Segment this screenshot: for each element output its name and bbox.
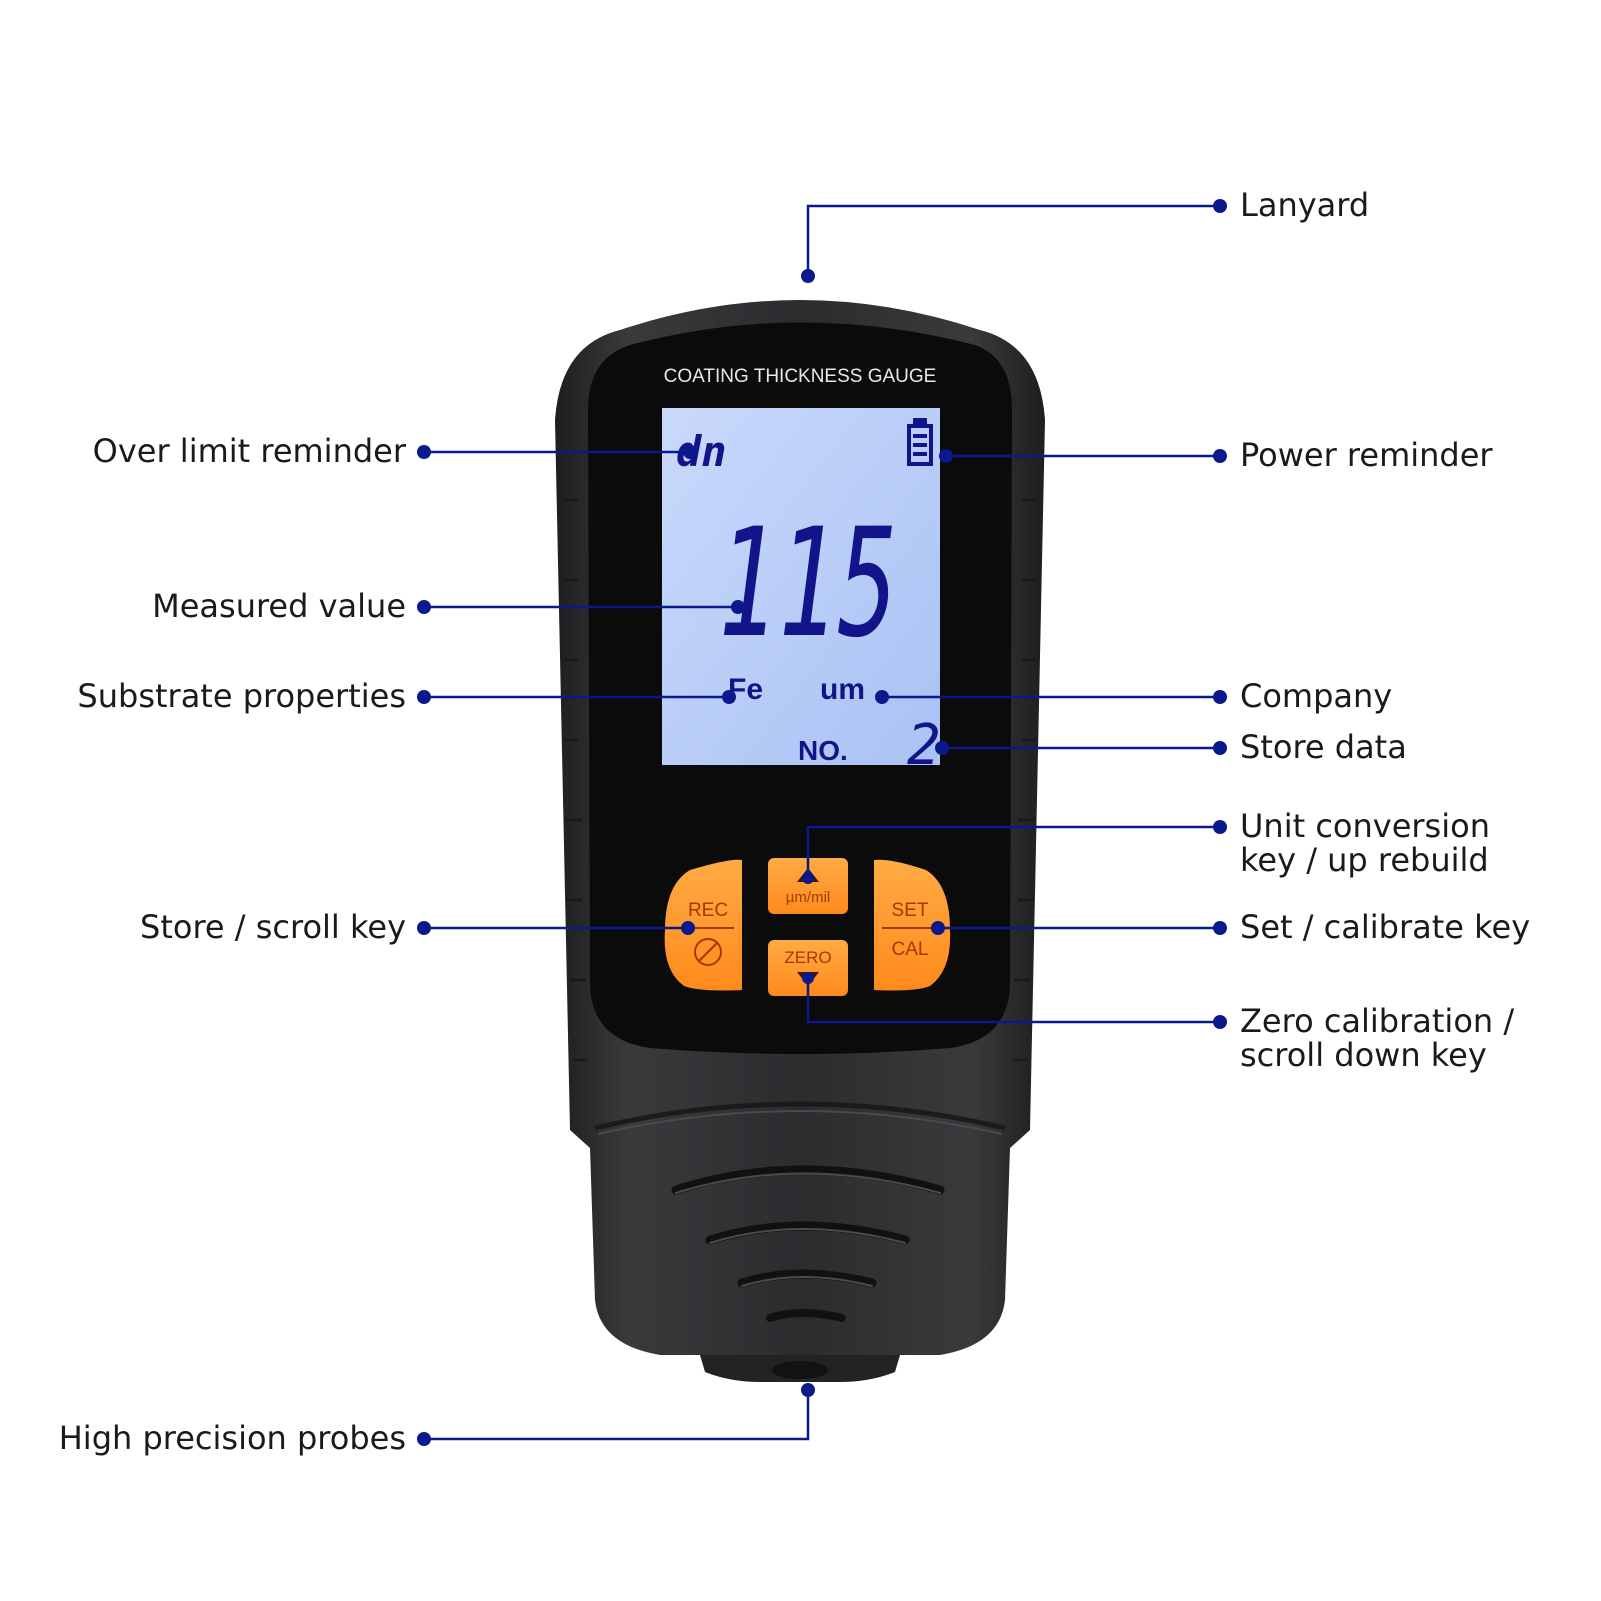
body-seam <box>594 1101 1006 1131</box>
store-number: 2 <box>907 713 941 778</box>
leader-zero-key <box>806 978 1220 1024</box>
measured-value: 115 <box>718 497 898 671</box>
callout-store-key: Store / scroll key <box>140 908 406 946</box>
callout-store-data: Store data <box>1240 728 1407 766</box>
callout-set-key: Set / calibrate key <box>1240 908 1531 946</box>
side-grips <box>562 498 1038 1062</box>
callout-unit-key: Unit conversion key / up rebuild <box>1240 807 1490 879</box>
lcd-panel <box>662 408 940 765</box>
callout-over-limit: Over limit reminder <box>92 432 406 470</box>
set-key-label: SET <box>892 900 929 921</box>
battery-full-icon <box>907 418 933 466</box>
callout-company: Company <box>1240 677 1393 715</box>
rec-key[interactable]: REC <box>664 859 742 991</box>
callout-measured: Measured value <box>152 587 406 625</box>
device-title: COATING THICKNESS GAUGE <box>664 366 937 387</box>
leader-probes <box>424 1390 810 1441</box>
rec-key-label: REC <box>688 900 728 921</box>
lcd-display: dn 115 Fe um NO. 2 <box>662 408 941 778</box>
leader-lanyard <box>806 204 1220 276</box>
callout-lanyard: Lanyard <box>1240 186 1370 224</box>
unit-key-label: µm/mil <box>786 889 830 906</box>
leader-dots <box>417 199 1227 1446</box>
leader-lines <box>424 204 1220 1441</box>
unit-key[interactable]: µm/mil <box>768 858 848 914</box>
store-label: NO. <box>798 735 848 766</box>
callout-probes: High precision probes <box>58 1419 406 1457</box>
grip-ridges <box>671 1165 945 1322</box>
callout-power: Power reminder <box>1240 436 1493 474</box>
zero-key-label: ZERO <box>784 948 831 967</box>
callout-substrate: Substrate properties <box>77 677 406 715</box>
callout-zero-key: Zero calibration / scroll down key <box>1240 1002 1515 1074</box>
no-entry-icon <box>694 938 722 966</box>
probe-sensor <box>772 1361 828 1379</box>
cal-key-label: CAL <box>892 939 929 960</box>
leader-unit-key <box>806 825 1220 878</box>
set-cal-key[interactable]: SET CAL <box>874 859 951 991</box>
unit-indicator: um <box>820 673 865 706</box>
